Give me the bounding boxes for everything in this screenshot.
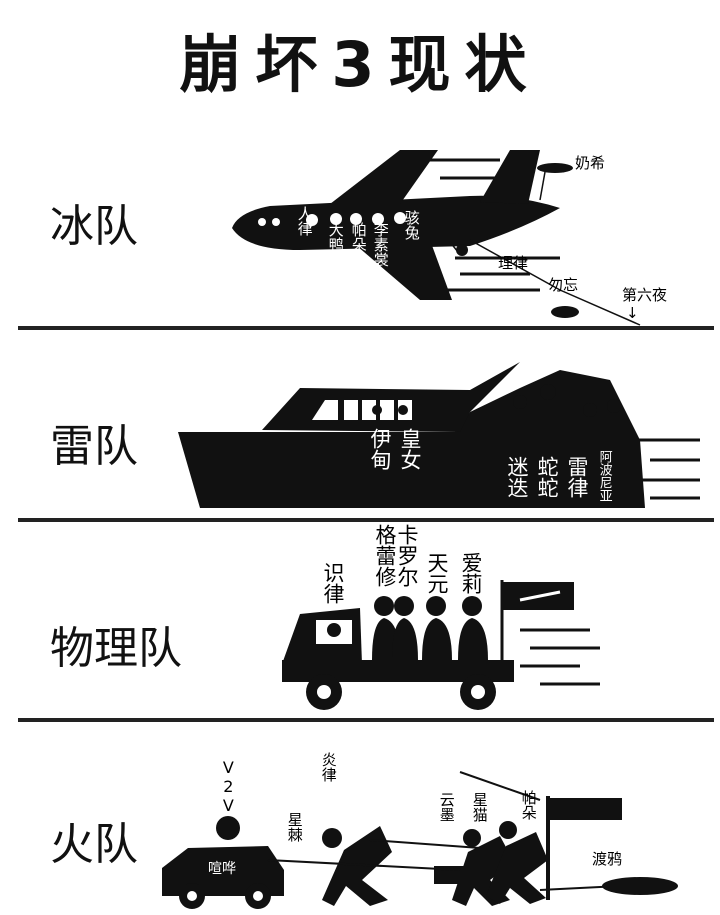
trailing-label: 奶希 bbox=[575, 154, 606, 172]
car-label-top: V2V bbox=[218, 758, 238, 815]
section-divider bbox=[18, 326, 714, 330]
car-driver-label: 喧哗 bbox=[208, 861, 236, 877]
team-label-ice: 冰队 bbox=[50, 201, 138, 252]
passenger-label: 帕朵 bbox=[349, 222, 368, 252]
section-divider bbox=[18, 518, 714, 522]
rider-label: 格蕾修 bbox=[373, 524, 398, 587]
trailing-label: 第六夜 bbox=[622, 286, 668, 304]
rider-label: 识律 bbox=[321, 562, 346, 604]
puller-label: 渡鸦 bbox=[592, 850, 623, 868]
passenger-label: 大鸭 bbox=[326, 222, 345, 252]
passenger-label: 骇兔 bbox=[402, 210, 421, 240]
puller-label: 炎律 bbox=[319, 752, 338, 782]
trailing-label: 勿忘 bbox=[548, 276, 579, 294]
puller-label: 帕朵 bbox=[519, 790, 538, 820]
rider-label: 卡罗尔 bbox=[395, 524, 420, 587]
down-arrow-icon: ↓ bbox=[626, 304, 639, 322]
passenger-label: 人律 bbox=[295, 206, 314, 236]
team-label-physics: 物理队 bbox=[50, 623, 182, 674]
passenger-label: 李素裳 bbox=[371, 222, 390, 267]
rider-label: 爱莉 bbox=[459, 552, 484, 594]
yacht-illustration bbox=[178, 362, 700, 508]
team-label-fire: 火队 bbox=[50, 819, 138, 870]
airplane-illustration bbox=[232, 150, 641, 326]
page-title: 崩坏3现状 bbox=[179, 28, 541, 101]
team-label-thunder: 雷队 bbox=[50, 421, 138, 472]
cabin-label: 皇女 bbox=[398, 428, 423, 470]
puller-label: 星棘 bbox=[285, 812, 304, 842]
rider-label: 天元 bbox=[425, 552, 450, 594]
trailing-label: 理律 bbox=[498, 254, 529, 272]
puller-label: 星猫 bbox=[470, 792, 489, 822]
section-divider bbox=[18, 718, 714, 722]
cabin-label: 伊甸 bbox=[368, 428, 393, 470]
truck-illustration bbox=[282, 580, 600, 710]
deck-label: 阿波尼亚 bbox=[596, 450, 612, 502]
deck-label: 雷律 bbox=[565, 456, 590, 498]
deck-label: 蛇蛇 bbox=[535, 456, 560, 498]
deck-label: 迷迭 bbox=[505, 456, 530, 498]
puller-label: 云墨 bbox=[437, 792, 456, 822]
